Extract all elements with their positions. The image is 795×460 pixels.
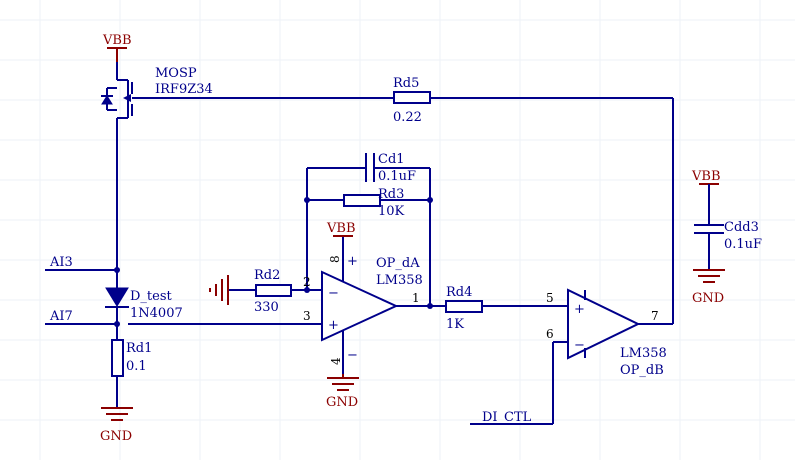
opamp-op-db: + − 5 6 7 LM358 OP_dB [540,288,673,424]
opa-pin-8: 8 [328,255,342,263]
opa-pin-3: 3 [303,309,311,323]
opb-plus-sign: + [574,302,585,317]
opa-pin-1: 1 [412,291,420,305]
di-ctl-label: DI_CTL [482,410,532,425]
gnd-label-opa: GND [326,395,358,410]
opa-vcc-plus: + [347,254,358,269]
rd5-ref: Rd5 [393,76,419,91]
rd5-value: 0.22 [393,110,422,125]
opa-vee-minus: − [347,348,358,363]
opa-ref: OP_dA [376,256,420,271]
rd4-ref: Rd4 [446,285,472,300]
rd2-ref: Rd2 [254,268,280,283]
vbb-power-opa: VBB [326,221,356,237]
cdd3-ref: Cdd3 [724,220,759,235]
d-test-ref: D_test [130,289,173,304]
capacitor-cdd3: Cdd3 0.1uF [694,184,762,270]
rd4-value: 1K [446,317,464,332]
opb-part: LM358 [620,346,667,361]
rd2-value: 330 [254,300,279,315]
rd3-ref: Rd3 [378,187,404,202]
gnd-label-rd1: GND [100,429,132,444]
vbb-label-top: VBB [102,33,132,48]
mosfet-part: IRF9Z34 [155,82,213,97]
cdd3-value: 0.1uF [724,237,762,252]
gnd-label-cap: GND [692,291,724,306]
opb-pin-5: 5 [546,291,554,305]
resistor-rd2: Rd2 330 [228,268,310,315]
ai3-label: AI3 [49,255,73,270]
diode-d-test: D_test 1N4007 [105,270,183,340]
resistor-rd5: Rd5 0.22 [393,76,431,125]
resistor-rd3: Rd3 10K [343,187,405,219]
d-test-part: 1N4007 [130,306,183,321]
vbb-label-cap: VBB [691,169,721,184]
resistor-rd1: Rd1 0.1 [111,339,152,408]
mosfet-irf9z34: MOSP IRF9Z34 [101,62,213,270]
capacitor-cd1: Cd1 0.1uF [365,152,416,184]
gnd-power-cap: GND [692,269,725,306]
rd3-value: 10K [378,204,405,219]
opb-pin-7: 7 [651,309,659,323]
rd1-value: 0.1 [126,359,147,374]
opb-ref: OP_dB [620,363,664,378]
opa-plus-sign: + [328,318,339,333]
vbb-power-top: VBB [102,33,132,62]
gnd-symbol-rd2 [209,275,229,305]
net-ai3: AI3 [45,255,120,273]
gnd-power-rd1: GND [100,407,133,444]
net-ai7: AI7 [45,309,120,327]
cd1-ref: Cd1 [378,152,405,167]
opamp-op-da: − + + − 8 2 3 4 1 OP_dA LM358 [128,236,540,374]
vbb-label-opa: VBB [326,221,356,236]
mosfet-ref: MOSP [155,66,197,81]
ai7-label: AI7 [49,309,73,324]
rd1-ref: Rd1 [126,341,152,356]
opa-part: LM358 [376,273,423,288]
cd1-value: 0.1uF [378,169,416,184]
opa-pin-2: 2 [303,275,311,289]
resistor-rd4: Rd4 1K [427,285,483,332]
opa-pin-4: 4 [329,357,343,365]
net-di-ctl: DI_CTL [470,410,553,425]
opb-minus-sign: − [574,338,585,353]
feedback-network [304,167,433,306]
gnd-power-opa: GND [326,374,359,410]
opa-minus-sign: − [328,286,339,301]
vbb-power-cap: VBB [691,169,721,185]
opb-pin-6: 6 [546,327,554,341]
